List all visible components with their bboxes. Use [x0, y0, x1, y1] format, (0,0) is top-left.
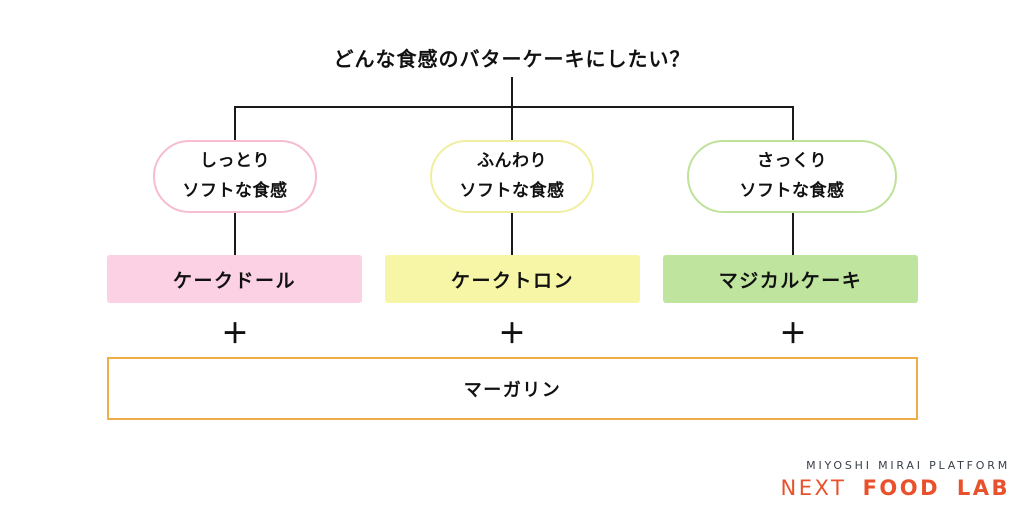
connector-stem-center — [511, 77, 513, 141]
connector-pill-center — [511, 212, 513, 256]
texture-pill-fluffy: ふんわり ソフトな食感 — [430, 140, 594, 213]
product-box-cake-tron: ケークトロン — [385, 255, 640, 303]
plus-sign-center: ＋ — [498, 319, 526, 350]
connector-pill-right — [792, 212, 794, 256]
texture-pill-crisp: さっくり ソフトな食感 — [687, 140, 897, 213]
margarine-label: マーガリン — [463, 379, 562, 401]
texture-pill-line2: ソフトな食感 — [459, 180, 565, 201]
brand-logo: MIYOSHI MIRAI PLATFORM NEXT FOOD LAB — [781, 459, 1010, 500]
diagram-title: どんな食感のバターケーキにしたい？ — [333, 47, 691, 71]
plus-sign-right: ＋ — [779, 319, 807, 350]
logo-next-text: NEXT — [780, 476, 847, 500]
connector-drop-left — [234, 106, 236, 141]
connector-drop-right — [792, 106, 794, 141]
texture-pill-line2: ソフトな食感 — [182, 180, 288, 201]
texture-pill-line1: ふんわり — [477, 150, 547, 171]
texture-pill-line1: さっくり — [757, 150, 827, 171]
logo-next-food-lab: NEXT FOOD LAB — [781, 476, 1010, 500]
product-box-magical-cake: マジカルケーキ — [663, 255, 918, 303]
logo-food-lab-text: FOOD LAB — [862, 476, 1010, 500]
connector-horizontal — [234, 106, 794, 108]
texture-pill-moist: しっとり ソフトな食感 — [153, 140, 317, 213]
plus-sign-left: ＋ — [221, 319, 249, 350]
texture-pill-line1: しっとり — [200, 150, 270, 171]
connector-pill-left — [234, 212, 236, 256]
product-box-cake-dor: ケークドール — [107, 255, 362, 303]
logo-platform-text: MIYOSHI MIRAI PLATFORM — [806, 459, 1010, 472]
margarine-box: マーガリン — [107, 357, 918, 420]
texture-pill-line2: ソフトな食感 — [739, 180, 845, 201]
